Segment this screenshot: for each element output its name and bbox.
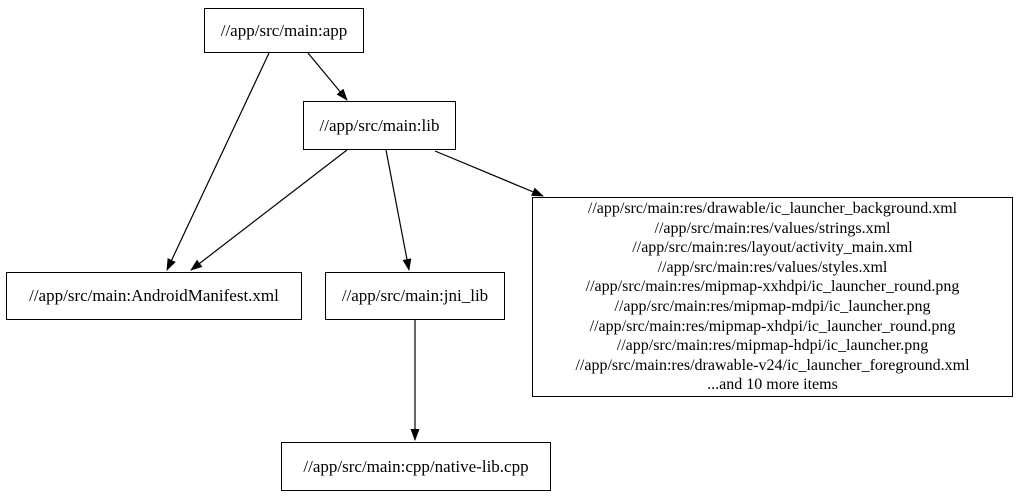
res-file-line: //app/src/main:res/drawable/ic_launcher_… (587, 200, 958, 218)
res-file-line: ...and 10 more items (707, 376, 838, 394)
node-lib: //app/src/main:lib (303, 101, 456, 150)
edge-lib-to-res-files (434, 150, 544, 197)
res-file-line: //app/src/main:res/mipmap-hdpi/ic_launch… (616, 337, 929, 355)
edge-app-to-androidmanifest (166, 52, 270, 271)
node-native-lib: //app/src/main:cpp/native-lib.cpp (281, 442, 551, 491)
res-file-line: //app/src/main:res/values/styles.xml (657, 258, 888, 276)
node-app: //app/src/main:app (204, 8, 364, 53)
res-file-line: //app/src/main:res/layout/activity_main.… (632, 239, 913, 257)
edge-app-to-lib (307, 52, 348, 101)
res-file-line: //app/src/main:res/mipmap-xhdpi/ic_launc… (589, 317, 956, 335)
res-file-line: //app/src/main:res/drawable-v24/ic_launc… (575, 356, 970, 374)
node-jni-lib: //app/src/main:jni_lib (325, 272, 505, 320)
edge-lib-to-androidmanifest (190, 149, 348, 271)
node-jni-lib-label: //app/src/main:jni_lib (341, 286, 489, 305)
res-file-line: //app/src/main:res/mipmap-mdpi/ic_launch… (614, 298, 931, 315)
node-lib-label: //app/src/main:lib (319, 115, 440, 135)
node-native-lib-label: //app/src/main:cpp/native-lib.cpp (303, 456, 529, 476)
edge-lib-to-jni-lib (385, 149, 412, 271)
res-file-line: //app/src/main:res/mipmap-xxhdpi/ic_laun… (585, 278, 960, 296)
node-android-manifest-label: //app/src/main:AndroidManifest.xml (29, 286, 279, 305)
node-app-label: //app/src/main:app (220, 20, 348, 40)
node-android-manifest: //app/src/main:AndroidManifest.xml (6, 272, 302, 320)
res-file-line: //app/src/main:res/values/strings.xml (654, 219, 891, 237)
node-res-files: //app/src/main:res/drawable/ic_launcher_… (532, 197, 1013, 397)
